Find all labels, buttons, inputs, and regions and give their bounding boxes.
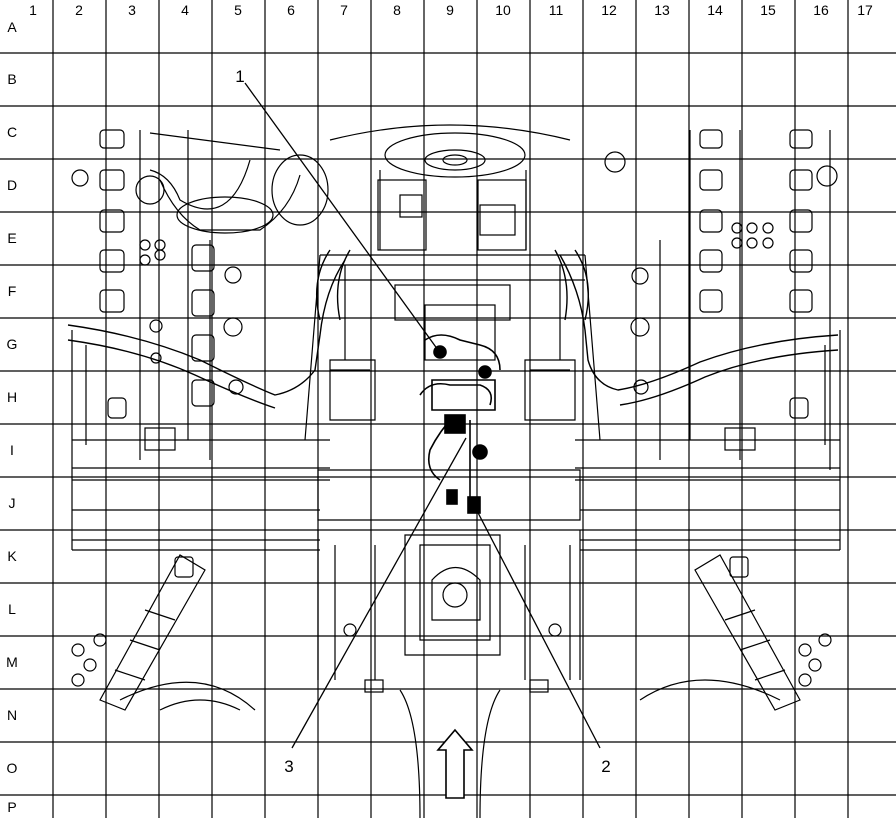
column-label: 1 [29, 2, 37, 18]
column-label: 7 [340, 2, 348, 18]
column-label: 9 [446, 2, 454, 18]
row-labels: A B C D E F G H I J K L M N O P [6, 19, 18, 815]
column-label: 13 [654, 2, 670, 18]
row-label: H [7, 389, 17, 405]
column-label: 14 [707, 2, 723, 18]
column-label: 10 [495, 2, 511, 18]
callout-1-label: 1 [235, 67, 244, 86]
column-label: 16 [813, 2, 829, 18]
underbody-drawing [71, 124, 841, 818]
column-label: 8 [393, 2, 401, 18]
forward-arrow-icon [436, 728, 474, 799]
row-label: P [7, 799, 16, 815]
callout-3-label: 3 [284, 757, 293, 776]
row-label: N [7, 707, 17, 723]
callout-leaders [244, 82, 601, 749]
column-labels: 1 2 3 4 5 6 7 8 9 10 11 12 13 14 15 16 1… [29, 2, 873, 18]
row-label: O [7, 760, 18, 776]
row-label: E [7, 230, 16, 246]
row-label: D [7, 177, 17, 193]
row-label: J [9, 495, 16, 511]
callout-2-leader [473, 504, 601, 749]
column-label: 5 [234, 2, 242, 18]
callout-2-label: 2 [601, 757, 610, 776]
row-label: G [7, 336, 18, 352]
row-label: L [8, 601, 16, 617]
callout-3-leader [291, 437, 467, 749]
column-label: 12 [601, 2, 617, 18]
row-label: C [7, 124, 17, 140]
column-label: 6 [287, 2, 295, 18]
column-label: 2 [75, 2, 83, 18]
row-label: B [7, 71, 16, 87]
row-label: K [7, 548, 17, 564]
column-label: 17 [857, 2, 873, 18]
column-label: 3 [128, 2, 136, 18]
pipe-bundles [67, 249, 839, 409]
row-label: I [10, 442, 14, 458]
column-label: 15 [760, 2, 776, 18]
row-label: M [6, 654, 18, 670]
callout-1-leader [244, 82, 439, 351]
row-label: A [7, 19, 17, 35]
column-label: 11 [549, 2, 564, 18]
callout-labels: 1 2 3 [235, 67, 610, 776]
row-label: F [8, 283, 17, 299]
column-label: 4 [181, 2, 189, 18]
